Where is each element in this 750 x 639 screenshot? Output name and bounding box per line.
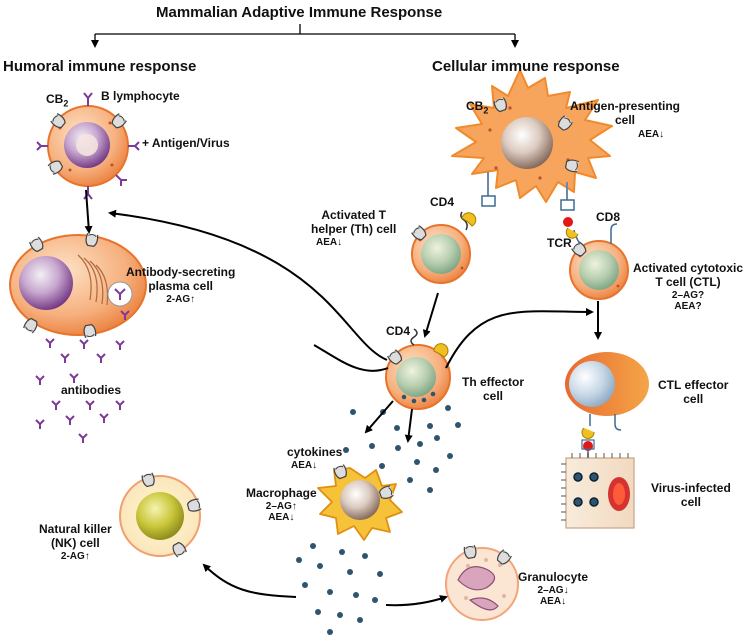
b-lymphocyte-cell [36, 92, 140, 200]
diagram-title: Mammalian Adaptive Immune Response [156, 4, 443, 21]
b-cell-cb2-label: CB2 [46, 92, 69, 109]
antigen-virus-label: + Antigen/Virus [142, 136, 230, 150]
cd4-label: CD4 [430, 195, 455, 209]
cellular-heading: Cellular immune response [432, 58, 620, 75]
cytokines-effect: AEA↓ [291, 460, 318, 471]
antibodies-cluster [35, 310, 130, 443]
plasma-cell [9, 232, 147, 339]
top-branch-connector [91, 24, 519, 48]
pathway-arrows [84, 189, 602, 607]
nk-cell [119, 472, 202, 558]
cytokine-dots [296, 405, 461, 635]
activated-th-cell [410, 211, 477, 284]
plasma-cell-effect: 2-AG↑ [166, 293, 196, 305]
th-cell-effect: AEA↓ [316, 237, 343, 248]
activated-ctl-cell [565, 223, 629, 300]
antibodies-label: antibodies [61, 383, 122, 397]
humoral-heading: Humoral immune response [3, 58, 197, 75]
th-effector-cell [385, 328, 451, 410]
tcr-label: TCR [547, 236, 572, 250]
granulocyte-cell [445, 544, 519, 621]
macrophage-cell [317, 463, 403, 541]
granulocyte-label: Granulocyte 2–AG↓ AEA↓ [518, 570, 589, 608]
antigen-presenting-cell [451, 69, 613, 227]
cd8-label: CD8 [596, 210, 621, 224]
cytokines-label: cytokines [287, 445, 343, 459]
virus-infected-cell [561, 453, 635, 529]
effector-cd4-label: CD4 [386, 324, 411, 338]
ctl-effector-cell [565, 352, 649, 459]
b-lymphocyte-label: B lymphocyte [101, 89, 180, 103]
macrophage-label: Macrophage 2–AG↑ AEA↓ [246, 486, 317, 524]
apc-cb2-label: CB2 [466, 99, 489, 116]
nk-cell-label: Natural killer(NK) cell 2-AG↑ [39, 522, 112, 562]
apc-effect: AEA↓ [638, 129, 665, 140]
